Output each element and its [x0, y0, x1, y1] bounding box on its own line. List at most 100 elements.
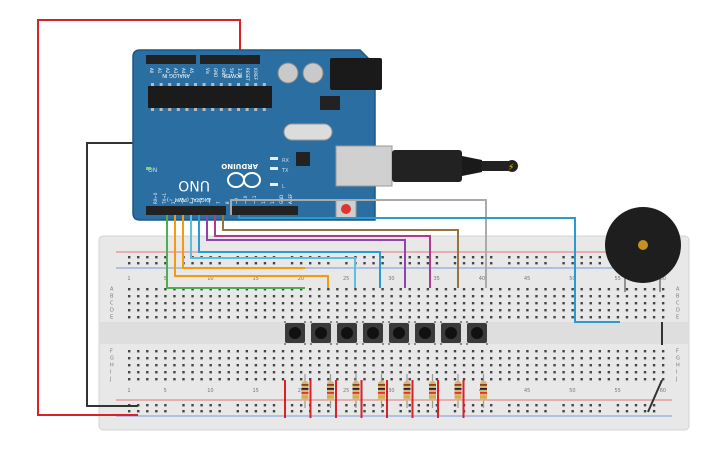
chip-pin [185, 83, 189, 86]
rail-hole [408, 410, 411, 413]
column-number-top: 50 [569, 276, 575, 282]
digital-pin-label: 12 [261, 198, 266, 204]
terminal-hole [318, 378, 321, 381]
terminal-hole [517, 350, 520, 353]
resistor[interactable] [352, 374, 360, 408]
terminal-hole [336, 288, 339, 291]
terminal-hole [218, 309, 221, 312]
wire-orange-1[interactable] [174, 215, 329, 288]
terminal-hole [526, 309, 529, 312]
wire-blue-1[interactable] [198, 215, 381, 288]
reset-button[interactable] [341, 204, 351, 214]
terminal-hole [245, 371, 249, 374]
resistor[interactable] [429, 374, 436, 408]
push-button[interactable] [414, 321, 436, 345]
terminal-hole [218, 316, 221, 319]
resistor[interactable] [403, 374, 411, 408]
wire-gray[interactable] [230, 199, 487, 288]
push-button[interactable] [336, 321, 358, 345]
push-button-pin [408, 343, 410, 345]
terminal-hole [209, 302, 212, 305]
resistor-band [301, 392, 309, 394]
wire-orange-2[interactable] [182, 215, 305, 269]
rail-hole [182, 410, 185, 413]
resistor-band [378, 392, 385, 394]
rail-hole [290, 404, 294, 407]
terminal-hole [218, 350, 221, 353]
push-button[interactable] [440, 321, 462, 345]
push-button[interactable] [284, 321, 306, 345]
wire-blue-buzzer[interactable] [238, 215, 620, 323]
column-number-bottom: 1 [127, 388, 130, 394]
wire-brown[interactable] [222, 215, 459, 288]
resistor[interactable] [480, 374, 487, 408]
terminal-hole [227, 316, 230, 319]
rail-hole [155, 262, 158, 265]
terminal-hole [661, 295, 665, 298]
terminal-hole [245, 357, 249, 360]
wire-purple[interactable] [206, 215, 406, 288]
terminal-hole [571, 295, 574, 298]
terminal-hole [146, 288, 149, 291]
terminal-hole [318, 350, 321, 353]
push-button-pin [356, 321, 358, 323]
wire-5v-red[interactable] [37, 19, 241, 416]
rail-hole [146, 410, 149, 413]
terminal-hole [128, 288, 131, 291]
resistor-band [301, 384, 309, 386]
column-number-top: 25 [343, 276, 349, 282]
wire-magenta[interactable] [214, 215, 431, 288]
terminal-hole [499, 364, 502, 367]
terminal-hole [345, 378, 348, 381]
terminal-hole [580, 378, 583, 381]
push-button-pin [388, 321, 390, 323]
terminal-hole [490, 364, 493, 367]
resistor[interactable] [327, 374, 334, 408]
rail-hole [290, 262, 294, 265]
terminal-hole [480, 295, 484, 298]
buzzer-center [638, 240, 648, 250]
rail-hole [381, 256, 384, 259]
column-number-top: 30 [388, 276, 394, 282]
terminal-hole [254, 309, 258, 312]
resistor[interactable] [454, 374, 462, 408]
rail-hole [146, 404, 149, 407]
push-button[interactable] [388, 321, 410, 345]
terminal-hole [227, 302, 230, 305]
resistor[interactable] [378, 374, 385, 408]
terminal-hole [345, 350, 348, 353]
push-button-pin [434, 343, 436, 345]
rail-hole [526, 404, 529, 407]
column-number-bottom: 55 [615, 388, 621, 394]
terminal-hole [381, 350, 384, 353]
terminal-hole [490, 295, 493, 298]
wire-rail-gnd[interactable] [647, 379, 663, 413]
resistor[interactable] [301, 374, 309, 408]
terminal-hole [517, 288, 520, 291]
terminal-hole [607, 295, 611, 298]
rail-hole [490, 410, 493, 413]
rail-hole [508, 262, 511, 265]
terminal-hole [272, 350, 276, 353]
rail-hole [426, 404, 430, 407]
terminal-hole [616, 350, 620, 353]
push-button[interactable] [310, 321, 332, 345]
terminal-hole [580, 371, 583, 374]
piezo-buzzer[interactable] [605, 207, 681, 292]
rail-hole [309, 262, 312, 265]
terminal-hole [390, 295, 393, 298]
push-button[interactable] [362, 321, 384, 345]
wire-cyan[interactable] [190, 215, 356, 288]
wire-green[interactable] [166, 215, 305, 289]
terminal-hole [146, 309, 149, 312]
terminal-hole [173, 357, 176, 360]
digital-pin-label: 2 [171, 201, 176, 204]
terminal-hole [318, 302, 321, 305]
chip-pin [176, 108, 180, 111]
terminal-hole [544, 288, 547, 291]
terminal-hole [155, 288, 158, 291]
terminal-hole [164, 357, 167, 360]
push-button[interactable] [466, 321, 488, 345]
terminal-hole [426, 316, 430, 319]
terminal-hole [435, 288, 439, 291]
